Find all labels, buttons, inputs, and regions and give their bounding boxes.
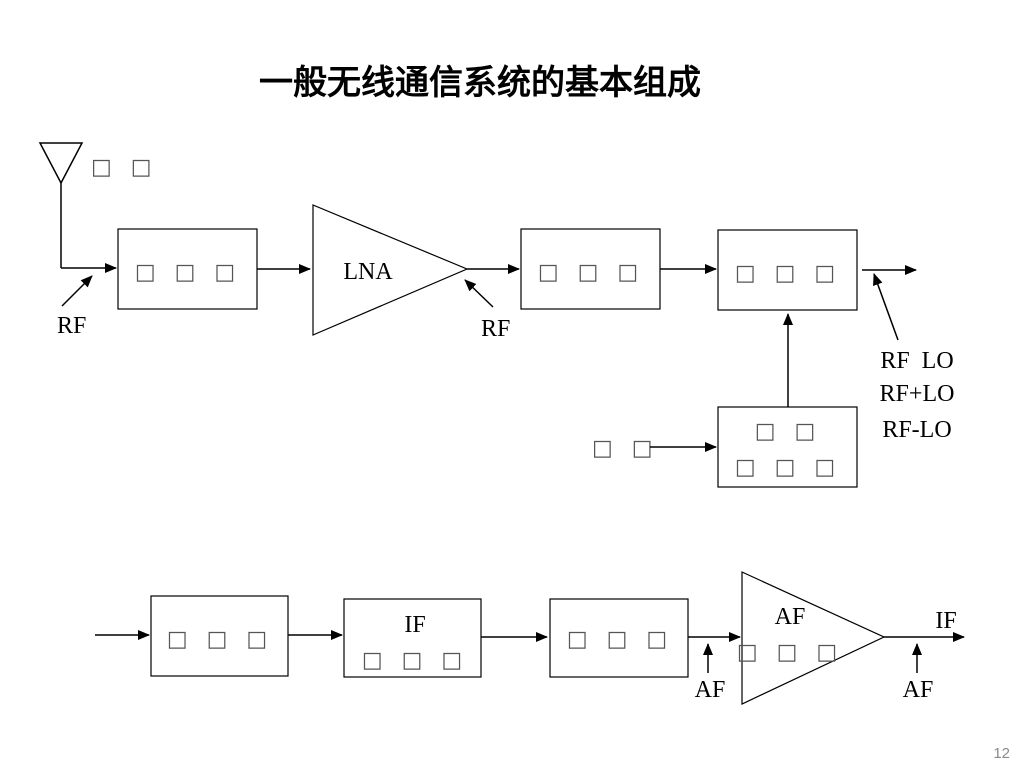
- mixer-output-rf-minus-lo: RF-LO: [882, 417, 951, 443]
- mixer-output-rf-lo: RF LO: [880, 348, 953, 374]
- local-oscillator-label-line2: □ □ □: [735, 455, 841, 480]
- local-oscillator-block: [717, 406, 858, 488]
- chain2-block1-label: □ □ □: [167, 627, 273, 652]
- chain2-block1: [150, 595, 289, 677]
- mixer-output-pointer-arrow: [873, 273, 899, 341]
- antenna-label: □ □: [91, 155, 158, 180]
- rf-out-label: RF: [481, 316, 510, 342]
- chain2-block3-label: □ □ □: [567, 627, 673, 652]
- af-amplifier-label-line1: AF: [775, 604, 806, 630]
- local-oscillator-label-line1: □ □: [755, 419, 822, 444]
- if-out-label: IF: [935, 608, 956, 634]
- filter1-block: [117, 228, 258, 310]
- chain2-block3: [549, 598, 689, 678]
- af-out-label: AF: [903, 677, 934, 703]
- af-amplifier-label-line2: □ □ □: [737, 640, 843, 665]
- if-block-label-line1: IF: [404, 612, 425, 638]
- mixer-label: □ □ □: [735, 261, 841, 286]
- if-block: [343, 598, 482, 678]
- rf-out-pointer-arrow: [464, 279, 494, 308]
- filter2-label: □ □ □: [538, 260, 644, 285]
- lo-input-label: □ □: [592, 436, 659, 461]
- if-block-label-line2: □ □ □: [362, 648, 468, 673]
- rf-in-pointer-arrow: [61, 275, 93, 307]
- rf-in-label: RF: [57, 313, 86, 339]
- page-title: 一般无线通信系统的基本组成: [259, 63, 701, 103]
- lna-amplifier: [312, 204, 469, 336]
- filter1-label: □ □ □: [135, 260, 241, 285]
- antenna-icon: [38, 142, 84, 268]
- af-amplifier: [741, 571, 886, 705]
- lna-label: LNA: [343, 259, 393, 285]
- mixer-output-rf-plus-lo: RF+LO: [880, 381, 955, 407]
- page-number: 12: [993, 745, 1010, 762]
- mixer-block: [717, 229, 858, 311]
- af-in-label: AF: [695, 677, 726, 703]
